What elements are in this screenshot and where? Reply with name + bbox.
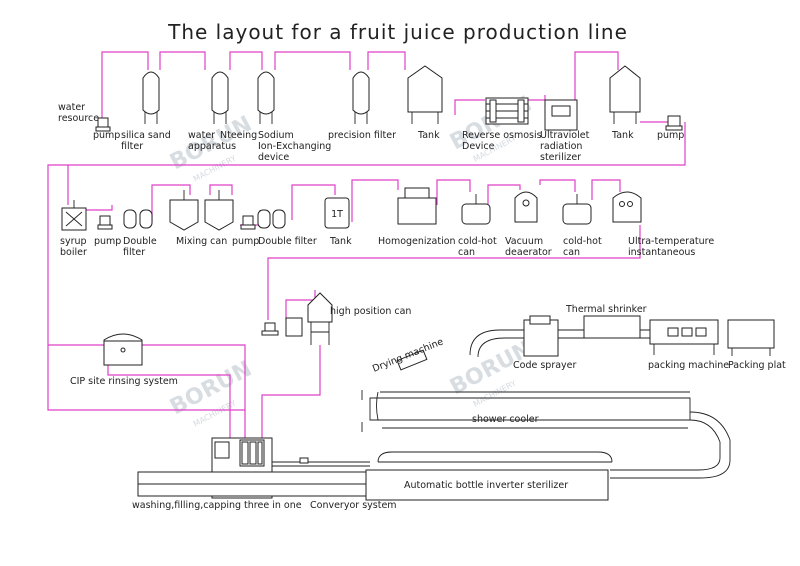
drying-machine-icon xyxy=(396,349,428,371)
ion-exchanger-icon xyxy=(257,71,275,124)
cold-hot-can-icon xyxy=(562,194,592,225)
diagram-title: The layout for a fruit juice production … xyxy=(167,20,628,44)
label-conveyor: Converyor system xyxy=(310,500,397,511)
reverse-osmosis-icon xyxy=(485,97,529,125)
label-double-filter: filter xyxy=(123,247,145,258)
label-silica-sand-filter: filter xyxy=(121,141,143,152)
pump-icon xyxy=(240,215,256,230)
label-syrup-boiler: boiler xyxy=(60,247,87,258)
lower-equipment xyxy=(103,292,775,501)
high-position-can-icon xyxy=(261,292,333,345)
packing-platform-icon xyxy=(727,319,775,356)
silica-sand-filter-icon xyxy=(142,71,160,124)
row2-labels: syrup boiler pump Double filter Mixing c… xyxy=(60,236,714,258)
label-sodium-ion: device xyxy=(258,152,289,163)
label-sodium-ion: Ion-Exchanging xyxy=(258,141,331,152)
label-packing-machine: packing machine xyxy=(648,360,729,371)
row2-equipment: 1T xyxy=(61,187,642,231)
label-sodium-ion: Sodium xyxy=(258,130,294,141)
label-drying-machine: Drying machine xyxy=(371,336,445,374)
syrup-boiler-icon xyxy=(61,200,87,231)
label-water-apparatus: apparatus xyxy=(188,141,236,152)
thermal-shrinker-icon xyxy=(583,315,641,339)
code-sprayer-icon xyxy=(523,315,559,357)
label-cip: CIP site rinsing system xyxy=(70,376,178,387)
label-vacuum-deaerator: deaerator xyxy=(505,247,552,258)
label-water-apparatus: water xyxy=(188,130,215,141)
label-pump: pump xyxy=(94,236,121,247)
precision-filter-icon xyxy=(352,71,370,124)
label-cold-hot-can: cold-hot xyxy=(458,236,497,247)
vacuum-deaerator-icon xyxy=(514,191,538,223)
uv-sterilizer-icon xyxy=(544,99,578,131)
label-double-filter: Double xyxy=(123,236,157,247)
tank-icon xyxy=(609,65,641,124)
label-tank: Tank xyxy=(329,236,352,247)
label-cold-hot-can: cold-hot xyxy=(563,236,602,247)
cip-system-icon xyxy=(103,333,143,366)
label-shower-cooler: shower cooler xyxy=(472,414,539,425)
cold-hot-can-icon xyxy=(461,194,491,225)
label-vacuum-deaerator: Vacuum xyxy=(505,236,543,247)
label-water-resource: resource xyxy=(58,113,99,124)
label-ultraviolet: radiation xyxy=(540,141,582,152)
label-ultraviolet: Ultraviolet xyxy=(540,130,590,141)
label-washing-filling: washing,filling,capping three in one xyxy=(132,500,302,511)
label-tank: Tank xyxy=(417,130,440,141)
row1-labels: water resource pump silica sand filter w… xyxy=(58,102,684,163)
label-code-sprayer: Code sprayer xyxy=(513,360,577,371)
label-silica-sand-filter: silica sand xyxy=(121,130,171,141)
label-cold-hot-can: can xyxy=(458,247,475,258)
label-reverse-osmosis: Reverse osmosis xyxy=(462,130,542,141)
label-pump: pump xyxy=(93,130,120,141)
label-homogenization: Homogenization xyxy=(378,236,456,247)
label-pump: pump xyxy=(657,130,684,141)
mixing-can-icon xyxy=(169,190,234,231)
pump-icon xyxy=(97,215,113,230)
label-precision-filter: precision filter xyxy=(328,130,396,141)
label-pump: pump xyxy=(232,236,259,247)
label-ultra-temperature: instantaneous xyxy=(628,247,695,258)
label-double-filter: Double filter xyxy=(258,236,317,247)
label-inverter-sterilizer: Automatic bottle inverter sterilizer xyxy=(404,480,568,491)
label-nteeing: Nteeing xyxy=(220,130,257,141)
shower-cooler-frame xyxy=(369,397,691,421)
uht-sterilizer-icon xyxy=(612,191,642,223)
label-thermal-shrinker: Thermal shrinker xyxy=(565,304,647,315)
double-filter-icon xyxy=(257,209,286,229)
tank-icon xyxy=(407,65,443,124)
label-tank: Tank xyxy=(611,130,634,141)
label-ultra-temperature: Ultra-temperature xyxy=(628,236,714,247)
label-cold-hot-can: can xyxy=(563,247,580,258)
packing-machine-icon xyxy=(649,319,719,355)
conveyor-system-icon xyxy=(137,457,370,497)
pump-icon xyxy=(95,117,111,132)
homogenizer-icon xyxy=(397,187,437,225)
label-mixing-can: Mixing can xyxy=(176,236,227,247)
label-reverse-osmosis: Device xyxy=(462,141,495,152)
label-water-resource: water xyxy=(58,102,85,113)
label-high-position-can: high position can xyxy=(330,306,411,317)
label-syrup-boiler: syrup xyxy=(60,236,87,247)
tank-capacity-label: 1T xyxy=(331,209,343,220)
pump-icon xyxy=(665,115,683,131)
inverter-sterilizer-icon xyxy=(365,451,613,501)
label-ultraviolet: sterilizer xyxy=(540,152,581,163)
label-packing-plat: Packing plat xyxy=(728,360,786,371)
double-filter-icon xyxy=(123,209,153,229)
row1-equipment xyxy=(95,65,683,132)
tank-1t-icon: 1T xyxy=(324,197,350,229)
water-apparatus-icon xyxy=(211,71,229,124)
